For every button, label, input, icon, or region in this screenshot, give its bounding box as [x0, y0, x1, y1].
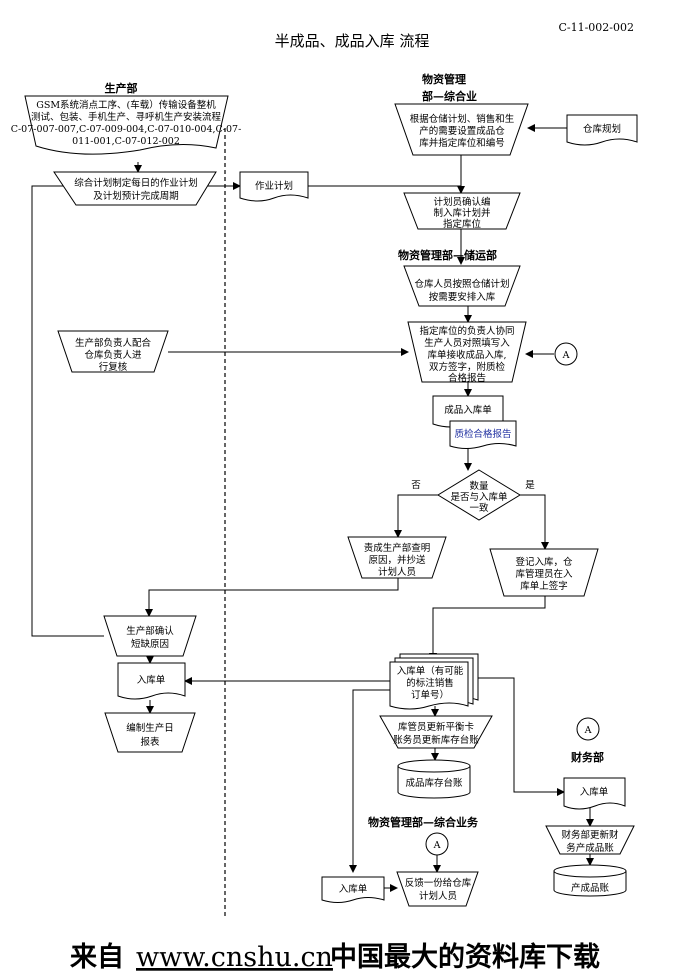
connector-a-top-label: A: [562, 350, 570, 361]
work-plan-label: 作业计划: [255, 180, 293, 192]
qc-report-document: 质检合格报告: [449, 420, 517, 449]
update-books-node: 库管员更新平衡卡 账务员更新库存台账: [379, 715, 493, 749]
update-books-line2: 账务员更新库存台账: [393, 734, 479, 746]
order-production-line1: 责成生产部查明: [364, 542, 431, 554]
planner-confirm-line2: 制入库计划并: [433, 207, 491, 219]
register-line1: 登记入库，仓: [515, 556, 573, 568]
header-materials-storage: 物资管理部—储运部: [398, 248, 497, 262]
receive-goods-line1: 指定库位的负责人协同: [419, 325, 514, 337]
receipt-slip-bottom-label: 入库单: [339, 883, 368, 895]
planner-confirm-node: 计划员确认编 制入库计划并 指定库位: [403, 192, 521, 230]
receipt-slip-multi-document: 入库单（有可能 的标注销售 订单号）: [389, 653, 479, 710]
decision-line3: 一致: [469, 502, 489, 514]
receive-goods-line5: 合格报告: [448, 372, 486, 384]
feedback-line2: 计划人员: [419, 890, 457, 902]
multi-slip-line3: 订单号）: [411, 689, 449, 701]
daily-plan-node: 综合计划制定每日的作业计划 及计划预计完成周期: [53, 171, 217, 206]
connector-a-finance: A: [576, 717, 600, 741]
decision-line1: 数量: [469, 480, 489, 492]
planner-confirm-line1: 计划员确认编: [433, 196, 490, 208]
set-location-node: 根据仓储计划、销售和生 产的需要设置成品仓 库并指定库位和编号: [394, 103, 529, 156]
production-confirm-line2: 短缺原因: [131, 638, 169, 650]
register-line2: 库管理员在入: [515, 568, 573, 580]
stock-ledger-label: 成品库存台账: [405, 777, 463, 789]
finance-slip-label: 入库单: [580, 786, 609, 798]
production-assist-line1: 生产部负责人配合: [75, 337, 152, 349]
feedback-node: 反馈一份给仓库 计划人员: [396, 871, 479, 907]
register-line3: 库单上签字: [520, 580, 568, 592]
receipt-slip-bottom-document: 入库单: [321, 876, 385, 903]
receive-goods-line2: 生产人员对照填写入: [424, 337, 510, 349]
production-scope-line3: C-07-007-007,C-07-009-004,C-07-010-004,C…: [11, 124, 242, 135]
finance-update-node: 财务部更新财 务产成品账: [545, 825, 635, 855]
storage-arrange-node: 仓库人员按照仓储计划 按需要安排入库: [403, 265, 521, 307]
finance-ledger-store: 产成品账: [553, 864, 627, 897]
connector-a-bottom-label: A: [433, 840, 441, 851]
production-assist-line3: 行复核: [99, 361, 128, 373]
header-production: 生产部: [105, 81, 138, 95]
footer-prefix: 来自: [70, 941, 124, 973]
receive-goods-node: 指定库位的负责人协同 生产人员对照填写入 库单接收成品入库, 双方签字，附质检 …: [407, 321, 527, 384]
connectors: [31, 124, 594, 892]
receipt-slip-left-label: 入库单: [137, 674, 166, 686]
warehouse-plan-document: 仓库规划: [566, 114, 638, 146]
daily-plan-line2: 及计划预计完成周期: [93, 190, 179, 202]
daily-plan-line1: 综合计划制定每日的作业计划: [74, 177, 198, 189]
multi-slip-line2: 的标注销售: [406, 677, 454, 689]
footer-url[interactable]: www.cnshu.cn: [136, 942, 333, 973]
feedback-line1: 反馈一份给仓库: [405, 877, 472, 889]
header-materials-general-bottom: 物资管理部—综合业务: [368, 815, 479, 829]
multi-slip-line1: 入库单（有可能: [397, 665, 464, 677]
production-assist-line2: 仓库负责人进: [84, 349, 142, 361]
update-books-line1: 库管员更新平衡卡: [398, 721, 475, 733]
page-title: 半成品、成品入库 流程: [275, 32, 430, 50]
production-scope-node: GSM系统消点工序、(车载）传输设备整机 测试、包装、手机生产、寻呼机生产安装流…: [11, 95, 242, 155]
qc-report-label: 质检合格报告: [454, 428, 511, 440]
storage-arrange-line2: 按需要安排入库: [429, 291, 496, 303]
register-node: 登记入库，仓 库管理员在入 库单上签字: [489, 548, 599, 597]
stock-ledger-store: 成品库存台账: [397, 759, 471, 799]
receive-goods-line4: 双方签字，附质检: [429, 361, 506, 373]
decision-no-label: 否: [411, 480, 421, 491]
order-production-line2: 原因，并抄送: [368, 554, 426, 566]
finance-ledger-label: 产成品账: [571, 882, 610, 894]
storage-arrange-line1: 仓库人员按照仓储计划: [414, 278, 509, 290]
production-confirm-line1: 生产部确认: [126, 625, 174, 637]
decision-line2: 是否与入库单: [450, 491, 508, 503]
finance-update-line1: 财务部更新财: [561, 829, 619, 841]
production-scope-line1: GSM系统消点工序、(车载）传输设备整机: [36, 99, 216, 111]
production-assist-node: 生产部负责人配合 仓库负责人进 行复核: [57, 330, 169, 373]
set-location-line3: 库并指定库位和编号: [419, 137, 505, 149]
header-materials-general-line2: 部—综合业: [422, 89, 477, 103]
set-location-line2: 产的需要设置成品仓: [419, 125, 505, 137]
work-plan-document: 作业计划: [239, 171, 309, 202]
connector-a-finance-label: A: [584, 725, 592, 736]
order-production-node: 责成生产部查明 原因，并抄送 计划人员: [347, 536, 447, 579]
production-scope-line2: 测试、包装、手机生产、寻呼机生产安装流程: [31, 111, 222, 123]
header-materials-general-line1: 物资管理: [422, 72, 466, 86]
production-confirm-node: 生产部确认 短缺原因: [103, 615, 197, 657]
finance-update-line2: 务产成品账: [566, 842, 614, 854]
receive-goods-line3: 库单接收成品入库,: [427, 349, 506, 361]
receipt-slip-left-document: 入库单: [117, 662, 186, 700]
quantity-decision: 数量 是否与入库单 一致: [437, 469, 521, 521]
daily-report-node: 编制生产日 报表: [104, 712, 196, 753]
header-finance: 财务部: [570, 750, 604, 764]
receipt-slip-finance-document: 入库单: [563, 777, 626, 810]
connector-a-bottom: A: [425, 832, 449, 856]
planner-confirm-line3: 指定库位: [443, 218, 482, 230]
connector-a-top: A: [554, 342, 578, 366]
decision-yes-label: 是: [525, 480, 535, 491]
daily-report-line2: 报表: [140, 736, 160, 748]
set-location-line1: 根据仓储计划、销售和生: [410, 113, 515, 125]
warehouse-plan-label: 仓库规划: [583, 123, 621, 135]
daily-report-line1: 编制生产日: [126, 722, 174, 734]
footer-suffix: 中国最大的资料库下载: [330, 941, 600, 973]
order-production-line3: 计划人员: [378, 566, 416, 578]
document-id: C-11-002-002: [558, 21, 634, 34]
production-scope-line4: 011-001,C-07-012-002: [72, 136, 180, 147]
receipt-slip-label: 成品入库单: [444, 404, 492, 416]
